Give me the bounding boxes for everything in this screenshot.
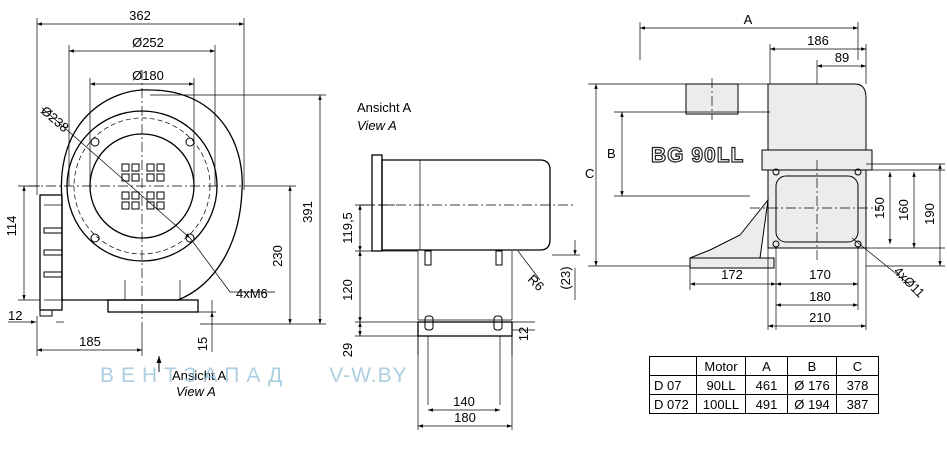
dim-230: 230 (270, 245, 285, 267)
screw-hole (185, 137, 195, 147)
dim-150: 150 (872, 197, 887, 219)
dim-391: 391 (300, 201, 315, 223)
motor-support (689, 198, 769, 259)
fan-housing (60, 89, 243, 301)
dim-114: 114 (4, 216, 19, 237)
watermark-right: V-W.BY (329, 364, 408, 387)
table-row: D 07 90LL 461 Ø 176 378 (649, 375, 879, 395)
front-view: 362 Ø252 Ø180 Ø238 391 230 114 12 185 15… (4, 8, 326, 399)
watermark-left: ВЕНТЗАПАД (100, 364, 290, 387)
impeller-grid (121, 163, 165, 210)
motor-label: BG 90LL (651, 144, 744, 167)
dim-140: 140 (453, 394, 475, 409)
dim-12-slot: 12 (516, 327, 531, 341)
motor-view: BG 90LL (585, 12, 945, 330)
view-arrow-label-en: View A (176, 384, 216, 399)
table-cell: 491 (745, 394, 788, 414)
spec-table: Motor A B C D 07 90LL 461 Ø 176 378 D 07… (649, 356, 879, 414)
side-view: Ansicht A View A (340, 100, 580, 430)
table-row: D 072 100LL 491 Ø 194 387 (649, 394, 879, 414)
table-header-cell (649, 356, 697, 376)
screw-hole (90, 233, 100, 243)
table-header-cell: Motor (696, 356, 746, 376)
outlet-flange (39, 194, 63, 311)
table-cell: 100LL (696, 394, 746, 414)
table-header-row: Motor A B C (649, 356, 879, 376)
dim-dia-238: Ø238 (38, 103, 72, 135)
dim-b: B (607, 146, 616, 161)
thread-4xm6: 4xM6 (236, 286, 268, 301)
dim-dia-180: Ø180 (132, 68, 164, 83)
dim-180-side: 180 (454, 410, 476, 425)
dim-190: 190 (922, 203, 937, 225)
dim-r6: R6 (525, 272, 547, 294)
table-cell: 387 (836, 394, 879, 414)
table-cell: 378 (836, 375, 879, 395)
watermark: ВЕНТЗАПАД V-W.BY (100, 364, 448, 388)
dim-89: 89 (835, 50, 849, 65)
side-view-title: Ansicht A (357, 100, 412, 115)
screw-hole (90, 137, 100, 147)
dim-210: 210 (809, 310, 831, 325)
screw-hole (185, 233, 195, 243)
view-arrow-label: Ansicht A (172, 368, 227, 383)
dim-362: 362 (129, 8, 151, 23)
dim-holes: 4xØ11 (891, 264, 928, 301)
dim-160: 160 (896, 199, 911, 221)
dim-120: 120 (340, 279, 355, 301)
fan-base (107, 299, 199, 313)
dim-c: C (585, 166, 594, 181)
table-header-cell: A (745, 356, 788, 376)
dim-119-5: 119,5 (340, 212, 355, 244)
dim-15: 15 (195, 337, 210, 351)
dim-a: A (744, 12, 753, 27)
side-base (417, 321, 513, 337)
side-flange (371, 154, 383, 252)
dim-29: 29 (340, 343, 355, 357)
table-header-cell: C (836, 356, 879, 376)
table-cell: D 072 (649, 394, 697, 414)
table-cell: 90LL (696, 375, 746, 395)
dim-180-motor: 180 (809, 289, 831, 304)
table-cell: 461 (745, 375, 788, 395)
dim-170: 170 (809, 267, 831, 282)
table-cell: D 07 (649, 375, 697, 395)
table-header-cell: B (787, 356, 837, 376)
table-cell: Ø 194 (787, 394, 837, 414)
dim-23: (23) (558, 266, 573, 289)
side-motor-body (381, 159, 551, 251)
motor-body (767, 83, 867, 171)
side-view-title-en: View A (357, 118, 397, 133)
dim-185: 185 (79, 334, 101, 349)
dim-172: 172 (721, 267, 743, 282)
dim-12: 12 (8, 308, 22, 323)
dim-dia-252: Ø252 (132, 35, 164, 50)
table-cell: Ø 176 (787, 375, 837, 395)
dim-186: 186 (807, 33, 829, 48)
